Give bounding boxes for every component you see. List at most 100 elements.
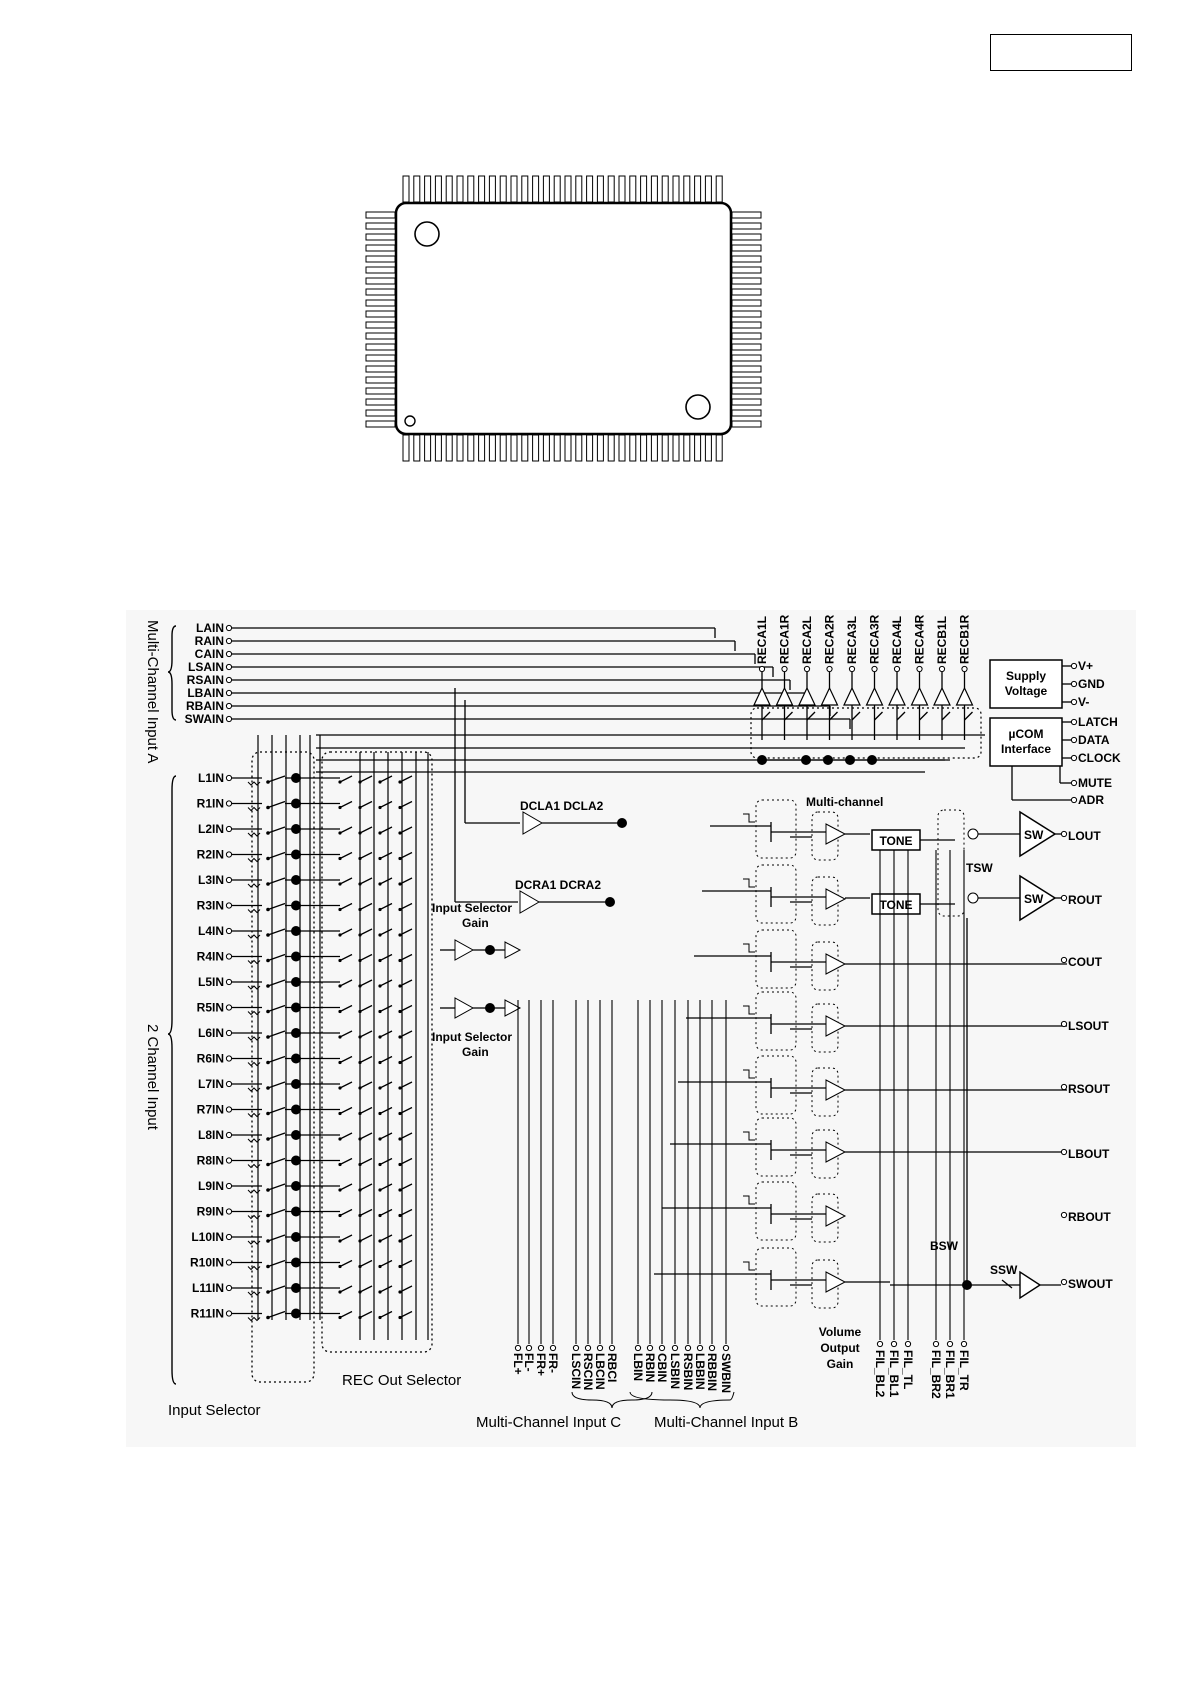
right-pin bbox=[731, 266, 762, 274]
left-pin bbox=[365, 332, 396, 340]
switch-node bbox=[266, 933, 270, 937]
pin-circle bbox=[225, 825, 233, 833]
control-pin-label: CLOCK bbox=[1078, 751, 1121, 765]
ground-symbol bbox=[743, 1069, 755, 1079]
input-2ch-label: R5IN bbox=[197, 1001, 224, 1015]
isg-label: Gain bbox=[462, 1045, 489, 1059]
switch-arm bbox=[267, 851, 286, 860]
pin-circle bbox=[225, 1182, 233, 1190]
switch-arm bbox=[267, 1106, 286, 1115]
bottom-pin bbox=[434, 434, 442, 462]
pin-circle bbox=[225, 1131, 233, 1139]
top-pin bbox=[532, 175, 540, 203]
right-pin bbox=[731, 332, 762, 340]
switch-arm bbox=[359, 826, 373, 834]
switch-node bbox=[378, 1162, 382, 1167]
switch-arm bbox=[339, 877, 353, 885]
pin-circle bbox=[225, 1029, 233, 1037]
control-pin bbox=[1070, 736, 1078, 744]
pin-circle bbox=[225, 1157, 233, 1164]
switch-node bbox=[338, 805, 342, 810]
switch-node bbox=[398, 958, 402, 963]
bottom-pin bbox=[683, 434, 691, 462]
switch-arm bbox=[359, 1157, 373, 1166]
pin-circle bbox=[225, 1259, 233, 1266]
pin-circle bbox=[225, 676, 233, 684]
control-pin-label: ADR bbox=[1078, 793, 1104, 807]
switch-node bbox=[338, 1086, 342, 1090]
switch-node bbox=[378, 1086, 382, 1090]
pin-circle bbox=[225, 1055, 233, 1062]
input-2ch-label: R4IN bbox=[197, 950, 224, 964]
top-pin bbox=[542, 175, 550, 203]
output-amp bbox=[1019, 810, 1057, 858]
output-pin bbox=[1060, 1083, 1068, 1091]
switch-arm bbox=[359, 1259, 373, 1268]
switch-node bbox=[338, 1239, 342, 1243]
switch-node bbox=[378, 1060, 382, 1065]
bottom-pin bbox=[586, 434, 594, 462]
junction-dot bbox=[617, 818, 627, 828]
filter-pin-label: FIL_BL1 bbox=[887, 1350, 901, 1398]
top-pin bbox=[402, 175, 410, 203]
switch-node bbox=[266, 1137, 270, 1141]
switch-arm bbox=[379, 979, 393, 987]
switch-node bbox=[398, 1086, 402, 1090]
brace-input-a bbox=[167, 625, 177, 721]
switch-arm bbox=[339, 851, 353, 860]
left-pin bbox=[365, 354, 396, 362]
bottom-pin-label: RBBIN bbox=[705, 1353, 719, 1391]
top-pin bbox=[564, 175, 572, 203]
switch-arm bbox=[339, 1106, 353, 1115]
bottom-pin-label: FL+ bbox=[511, 1353, 525, 1375]
switch-node bbox=[398, 1239, 402, 1243]
switch-arm bbox=[267, 1234, 286, 1242]
left-pin bbox=[365, 222, 396, 230]
output-label: RBOUT bbox=[1068, 1210, 1111, 1224]
input-2ch-label: L8IN bbox=[198, 1128, 224, 1142]
bottom-pin bbox=[704, 434, 712, 462]
switch-arm bbox=[359, 1310, 373, 1319]
input-2ch-label: L5IN bbox=[198, 975, 224, 989]
right-pin bbox=[731, 343, 762, 351]
switch-node bbox=[338, 1290, 342, 1294]
switch-arm bbox=[379, 1208, 393, 1217]
tone-label: TONE bbox=[879, 898, 912, 912]
bsw-label: BSW bbox=[930, 1239, 959, 1253]
switch-arm bbox=[379, 851, 393, 860]
right-pin bbox=[731, 233, 762, 241]
switch-arm bbox=[359, 1081, 373, 1089]
rec-pin bbox=[961, 665, 968, 673]
switch-arm bbox=[267, 1157, 286, 1166]
rec-pin bbox=[781, 665, 788, 673]
group-label-multi-c: Multi-Channel Input C bbox=[476, 1414, 621, 1431]
switch-node bbox=[266, 958, 270, 963]
right-pin bbox=[731, 255, 762, 263]
filter-pin bbox=[876, 1340, 884, 1348]
switch-node bbox=[338, 1009, 342, 1014]
top-pin bbox=[650, 175, 658, 203]
switch-node bbox=[266, 831, 270, 835]
bottom-pin-label: SWBIN bbox=[719, 1353, 733, 1393]
switch-node bbox=[338, 1060, 342, 1065]
control-pin-label: V+ bbox=[1078, 659, 1093, 673]
switch-node bbox=[378, 1213, 382, 1218]
switch-arm bbox=[267, 1055, 286, 1064]
control-pin-label: DATA bbox=[1078, 733, 1110, 747]
switch-node bbox=[266, 1213, 270, 1218]
rec-pin bbox=[848, 665, 856, 673]
switch-arm bbox=[339, 979, 353, 987]
control-pin bbox=[1070, 754, 1078, 762]
output-pin bbox=[1060, 1278, 1068, 1286]
switch-arm bbox=[379, 1081, 393, 1089]
dcra-label: DCRA1 DCRA2 bbox=[515, 878, 601, 892]
switch-node bbox=[398, 984, 402, 988]
top-pin bbox=[413, 175, 421, 203]
switch-arm bbox=[339, 1310, 353, 1319]
switch-node bbox=[338, 831, 342, 835]
pin-circle bbox=[225, 978, 233, 986]
volume-switch-box bbox=[755, 1181, 797, 1241]
switch-arm bbox=[379, 1004, 393, 1013]
right-pin bbox=[731, 387, 762, 395]
switch-node bbox=[378, 984, 382, 988]
